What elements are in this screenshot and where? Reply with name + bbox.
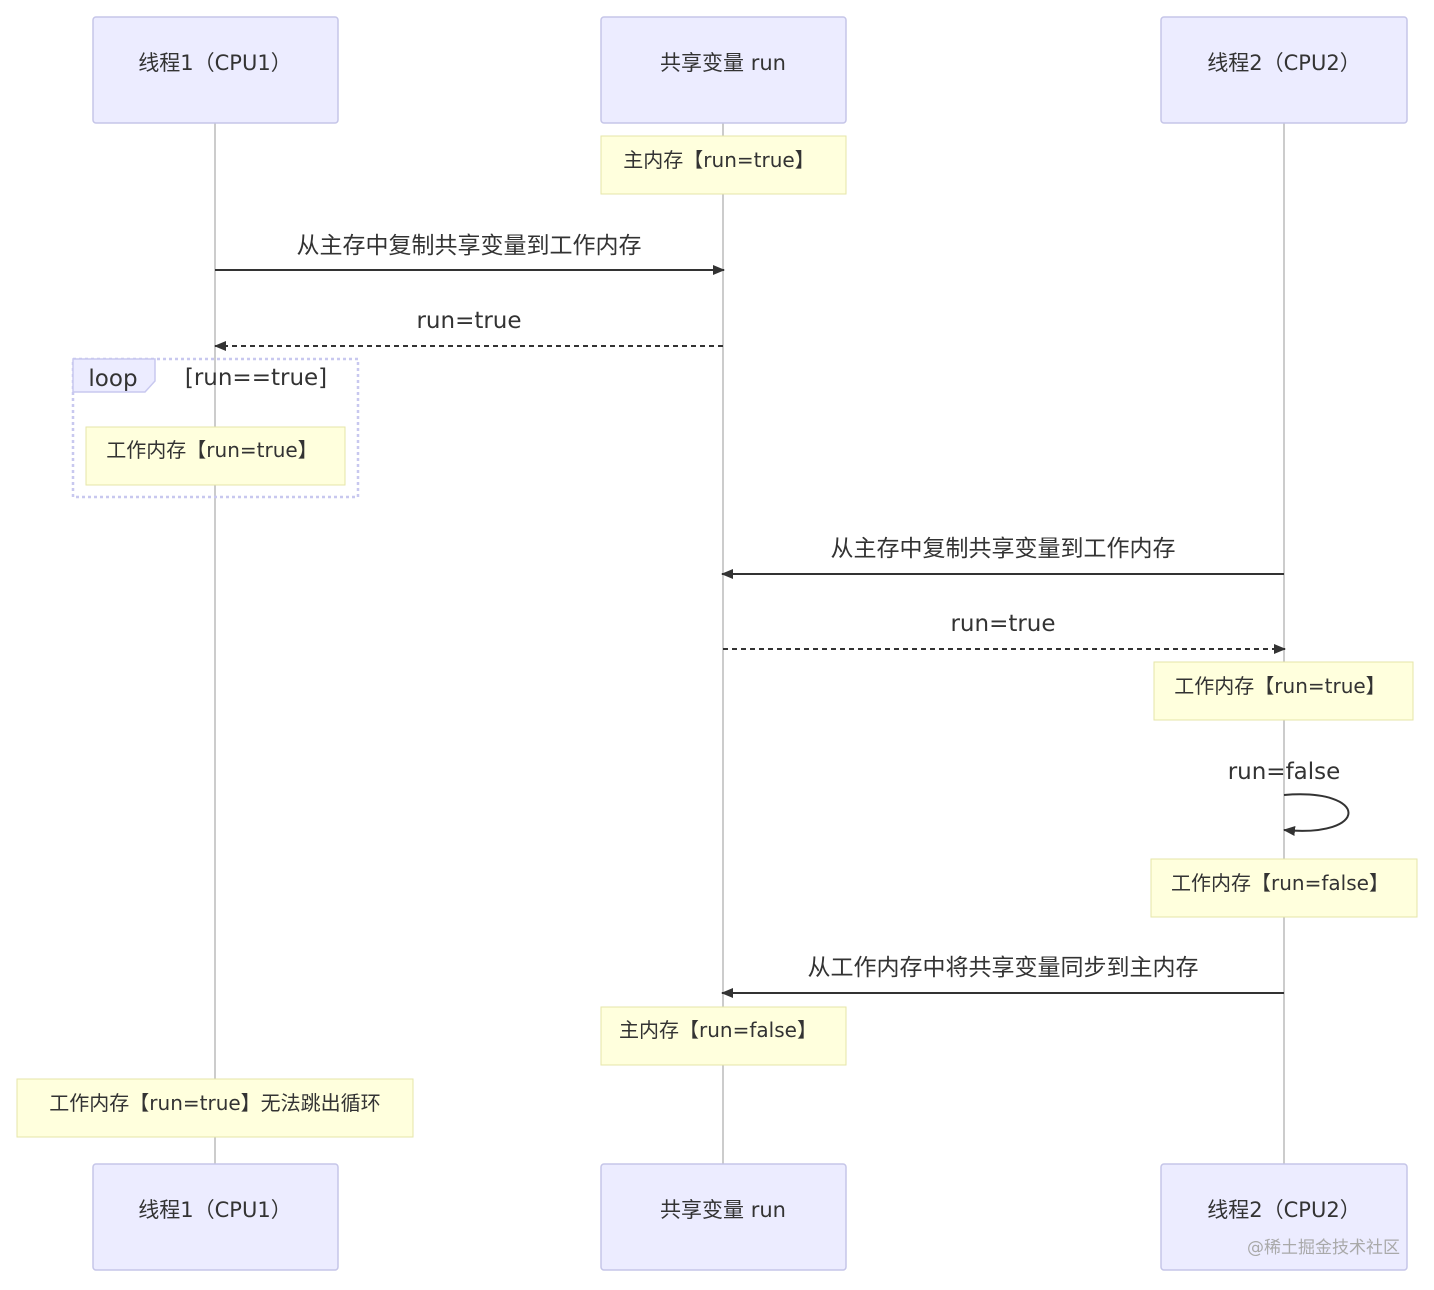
actor-thread1-top: 线程1（CPU1） [92, 16, 339, 124]
loop-label: loop [88, 366, 137, 392]
message-6-label: 从工作内存中将共享变量同步到主内存 [808, 955, 1199, 981]
message-4-label: run=true [950, 611, 1055, 637]
note-main-memory-false-text: 主内存【run=false】 [619, 1018, 817, 1042]
loop-frame: loop [run==true] [71, 357, 360, 499]
actor-thread1-bottom-label: 线程1（CPU1） [138, 1198, 291, 1222]
message-1-label: 从主存中复制共享变量到工作内存 [297, 233, 642, 259]
note-working-memory-thread2-true-text: 工作内存【run=true】 [1174, 674, 1385, 698]
message-2-label: run=true [416, 308, 521, 334]
message-5-label: run=false [1228, 759, 1341, 785]
actor-thread2-top: 线程2（CPU2） [1160, 16, 1408, 124]
message-run-true-to-thread1: run=true [214, 308, 723, 351]
note-working-memory-thread1-loop: 工作内存【run=true】 [85, 426, 346, 486]
actor-shared-run-bottom: 共享变量 run [600, 1163, 847, 1271]
note-main-memory-true: 主内存【run=true】 [600, 135, 847, 195]
note-working-memory-thread2-false-text: 工作内存【run=false】 [1171, 871, 1389, 895]
message-self-run-false: run=false [1228, 759, 1350, 836]
actor-shared-run-bottom-label: 共享变量 run [660, 1198, 786, 1222]
message-copy-to-working-memory-thread2: 从主存中复制共享变量到工作内存 [721, 536, 1284, 579]
actor-thread2-bottom: 线程2（CPU2） [1160, 1163, 1408, 1271]
note-main-memory-false: 主内存【run=false】 [600, 1006, 847, 1066]
note-working-memory-thread2-false: 工作内存【run=false】 [1150, 858, 1418, 918]
message-sync-to-main-memory: 从工作内存中将共享变量同步到主内存 [721, 955, 1284, 998]
note-working-memory-thread2-true: 工作内存【run=true】 [1153, 661, 1414, 721]
watermark: @稀土掘金技术社区 [1247, 1238, 1400, 1258]
note-working-memory-thread1-loop-text: 工作内存【run=true】 [106, 438, 317, 462]
note-thread1-cannot-exit-loop: 工作内存【run=true】无法跳出循环 [16, 1078, 414, 1138]
note-main-memory-true-text: 主内存【run=true】 [623, 148, 814, 172]
loop-condition: [run==true] [185, 365, 327, 391]
actor-thread2-top-label: 线程2（CPU2） [1207, 51, 1360, 75]
actor-thread1-top-label: 线程1（CPU1） [138, 51, 291, 75]
actor-thread2-bottom-label: 线程2（CPU2） [1207, 1198, 1360, 1222]
message-run-true-to-thread2: run=true [723, 611, 1286, 654]
actor-shared-run-top-label: 共享变量 run [660, 51, 786, 75]
note-thread1-cannot-exit-loop-text: 工作内存【run=true】无法跳出循环 [49, 1091, 380, 1115]
message-3-label: 从主存中复制共享变量到工作内存 [831, 536, 1176, 562]
message-copy-to-working-memory-thread1: 从主存中复制共享变量到工作内存 [215, 233, 725, 275]
actor-shared-run-top: 共享变量 run [600, 16, 847, 124]
actor-thread1-bottom: 线程1（CPU1） [92, 1163, 339, 1271]
